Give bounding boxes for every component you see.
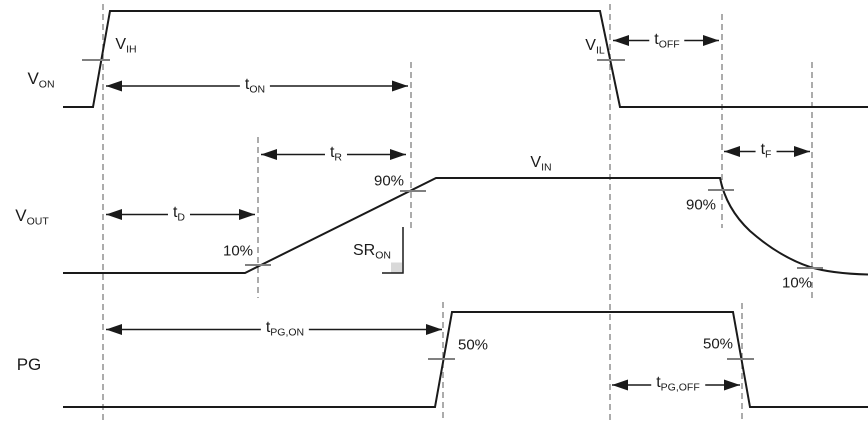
- vout-90pct-rise-label: 90%: [373, 172, 405, 190]
- t-r-label: tR: [324, 144, 348, 164]
- t-pg-on-label-sub: PG,ON: [270, 326, 305, 339]
- pg-signal-label: PG: [17, 356, 42, 376]
- t-off-label: tOFF: [649, 31, 685, 51]
- t-f-label-sub: F: [765, 148, 772, 161]
- t-f-label-main: t: [760, 141, 766, 158]
- vout-90pct-fall-label: 90%: [685, 196, 717, 214]
- vih-label: VIH: [115, 37, 136, 55]
- vin-label-sub: IN: [541, 161, 552, 174]
- vih-label-sub: IH: [126, 43, 137, 56]
- von-signal-label-sub: ON: [38, 78, 55, 91]
- t-on-label: tON: [239, 76, 271, 96]
- vil-label: VIL: [585, 38, 604, 56]
- slope-corner-square: [391, 262, 402, 273]
- pg-waveform: [63, 311, 868, 408]
- t-d-label-main: t: [172, 204, 178, 221]
- slope-angle-mark: [382, 227, 404, 274]
- t-on-label-main: t: [244, 76, 250, 93]
- vout-signal-label-main: V: [15, 206, 27, 225]
- vout-signal-label: VOUT: [15, 207, 49, 227]
- vin-label-main: V: [530, 154, 542, 171]
- vil-label-main: V: [585, 37, 596, 54]
- vout-waveform: [63, 177, 868, 276]
- t-pg-off-label-main: t: [656, 374, 661, 391]
- pg-50pct-rise-label: 50%: [457, 336, 489, 354]
- t-pg-on-label: tPG,ON: [260, 319, 310, 339]
- t-off-label-sub: OFF: [658, 38, 680, 51]
- vin-label: VIN: [530, 155, 551, 173]
- sr-on-label-sub: ON: [375, 249, 391, 262]
- t-pg-off-label-sub: PG,OFF: [660, 381, 700, 394]
- t-r-label-sub: R: [334, 151, 343, 164]
- t-pg-off-label: tPG,OFF: [651, 375, 705, 393]
- vout-10pct-fall-label: 10%: [781, 274, 813, 292]
- t-pg-on-label-main: t: [265, 319, 271, 336]
- pg-signal-label-main: PG: [16, 355, 42, 374]
- vout-10pct-rise-label: 10%: [222, 242, 254, 260]
- vout-signal-label-sub: OUT: [26, 215, 49, 228]
- vih-label-main: V: [115, 36, 127, 53]
- sr-on-label: SRON: [353, 243, 391, 261]
- t-d-label: tD: [167, 204, 191, 224]
- vil-label-sub: IL: [595, 44, 605, 57]
- sr-on-label-main: SR: [353, 242, 376, 259]
- t-r-label-main: t: [329, 144, 335, 161]
- t-f-label: tF: [755, 141, 777, 161]
- von-signal-label-main: V: [27, 69, 39, 88]
- pg-50pct-fall-label: 50%: [702, 335, 734, 353]
- von-waveform: [63, 10, 868, 108]
- von-signal-label: VON: [27, 70, 54, 90]
- t-d-label-sub: D: [177, 211, 186, 224]
- t-off-label-main: t: [654, 31, 659, 48]
- t-on-label-sub: ON: [249, 83, 266, 96]
